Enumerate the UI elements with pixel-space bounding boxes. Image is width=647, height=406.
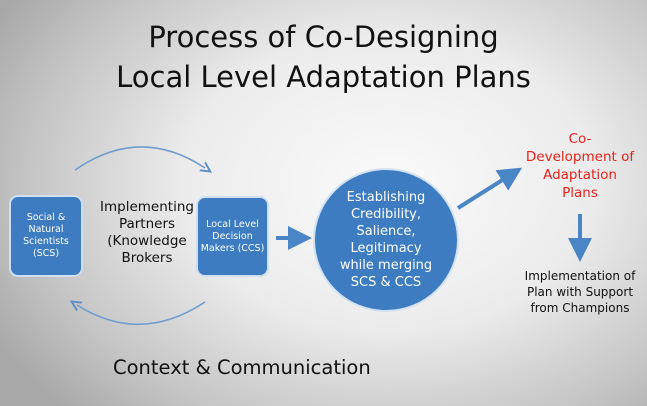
title-line-1: Process of Co-Designing <box>148 20 499 54</box>
decision-makers-box: Local Level Decision Makers (CCS) <box>196 196 269 277</box>
establishing-circle: Establishing Credibility, Salience, Legi… <box>313 168 459 312</box>
arrow-to-codevelopment <box>456 167 523 210</box>
context-communication-label: Context & Communication <box>113 356 371 379</box>
implementation-label: Implementation of Plan with Support from… <box>524 269 636 315</box>
cycle-arrow-bottom <box>77 302 206 326</box>
title-line-2: Local Level Adaptation Plans <box>116 60 531 94</box>
cycle-arrow-top <box>74 146 205 170</box>
partners-label: Implementing Partners (Knowledge Brokers <box>100 199 194 266</box>
scientists-box: Social & Natural Scientists (SCS) <box>9 195 83 277</box>
codevelopment-label: Co-Development of Adaptation Plans <box>525 131 635 201</box>
establishing-label: Establishing Credibility, Salience, Legi… <box>339 190 433 290</box>
